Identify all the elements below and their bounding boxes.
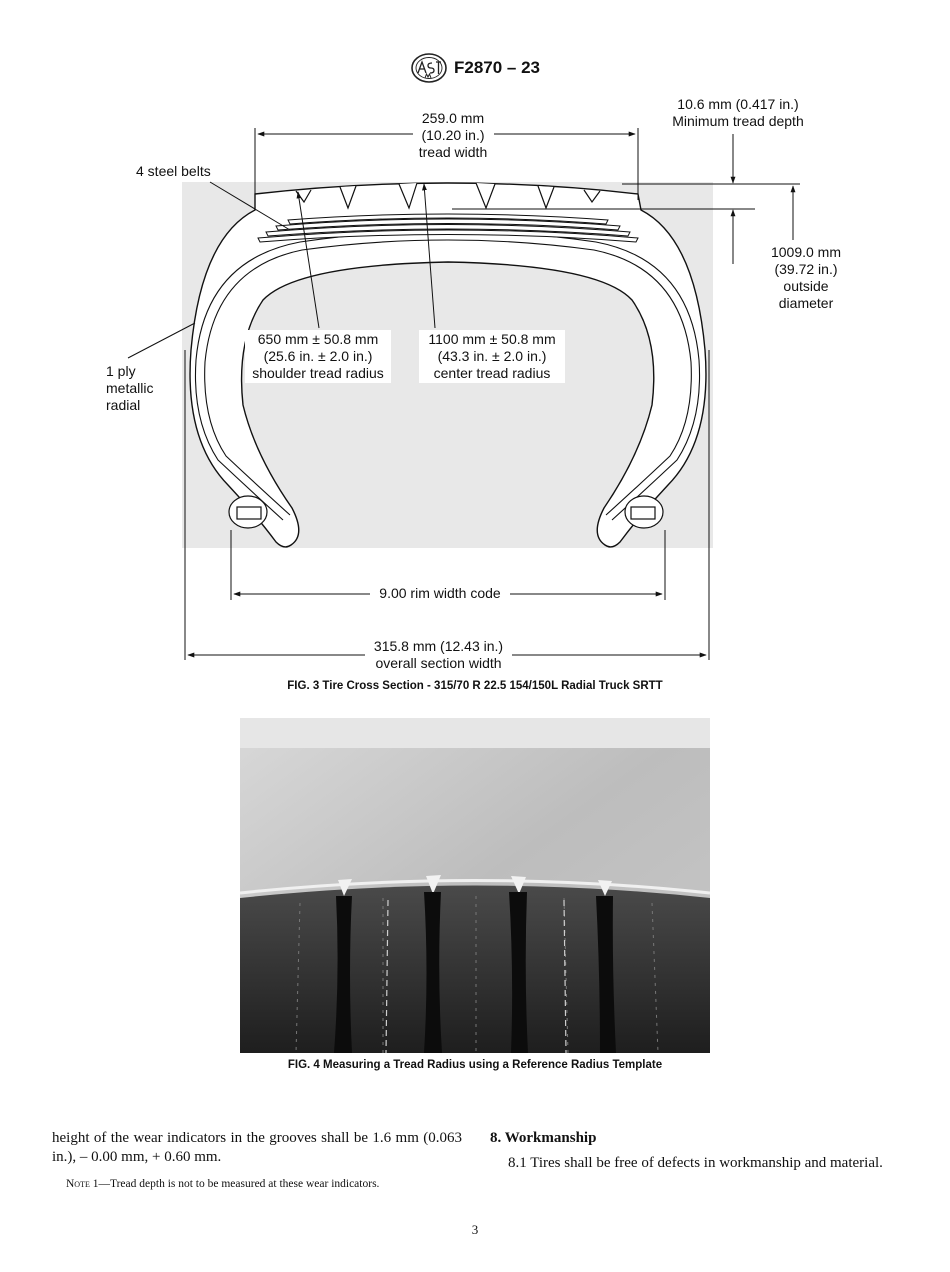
ply-label-line-2: metallic	[106, 380, 154, 396]
figure-4-caption: FIG. 4 Measuring a Tread Radius using a …	[287, 1059, 663, 1071]
outside-diameter-caption-2: diameter	[778, 295, 834, 311]
min-tread-depth-caption: Minimum tread depth	[672, 113, 804, 129]
shoulder-radius-caption: shoulder tread radius	[252, 365, 384, 381]
shoulder-radius-mm: 650 mm ± 50.8 mm	[257, 331, 379, 347]
ply-label-line-3: radial	[106, 397, 141, 413]
ply-line-inner	[204, 239, 692, 516]
shoulder-tread-radius-label: 650 mm ± 50.8 mm (25.6 in. ± 2.0 in.) sh…	[245, 330, 391, 383]
figure-3-caption: FIG. 3 Tire Cross Section - 315/70 R 22.…	[287, 680, 663, 692]
right-column: 8. Workmanship 8.1 Tires shall be free o…	[490, 1129, 900, 1173]
figure-3-tire-cross-section: 259.0 mm (10.20 in.) tread width 10.6 mm…	[0, 90, 950, 680]
bead-left	[228, 495, 268, 529]
tread-width-mm: 259.0 mm	[421, 110, 485, 126]
outside-diameter-label: 1009.0 mm (39.72 in.) outside diameter	[760, 244, 852, 312]
tread-width-in: (10.20 in.)	[421, 127, 485, 143]
tire-outline	[189, 182, 707, 548]
min-tread-depth-value: 10.6 mm (0.417 in.)	[677, 96, 799, 112]
section-paragraph: 8.1 Tires shall be free of defects in wo…	[508, 1155, 883, 1171]
center-radius-in: (43.3 in. ± 2.0 in.)	[437, 348, 547, 364]
tread-width-caption: tread width	[418, 144, 488, 160]
note-text: —Tread depth is not to be measured at th…	[98, 1178, 380, 1190]
ply-label: 1 ply metallic radial	[106, 363, 176, 414]
bead-right	[624, 495, 664, 529]
overall-section-width-label: 315.8 mm (12.43 in.) overall section wid…	[365, 638, 512, 672]
page-number: 3	[471, 1222, 479, 1237]
min-tread-depth-label: 10.6 mm (0.417 in.) Minimum tread depth	[658, 96, 818, 130]
figure-4-photo	[240, 718, 710, 1053]
center-radius-caption: center tread radius	[433, 365, 551, 381]
section-heading: 8. Workmanship	[490, 1130, 597, 1146]
center-tread-radius-label: 1100 mm ± 50.8 mm (43.3 in. ± 2.0 in.) c…	[419, 330, 565, 383]
section-width-caption: overall section width	[375, 655, 502, 671]
left-column: height of the wear indicators in the gro…	[52, 1129, 462, 1192]
document-designation: F2870 – 23	[454, 58, 541, 77]
tread-width-label: 259.0 mm (10.20 in.) tread width	[390, 110, 516, 161]
note-label: Note 1	[66, 1178, 99, 1190]
astm-logo	[411, 53, 447, 83]
tread-radius-template-photo	[240, 718, 710, 1053]
outside-diameter-caption-1: outside	[783, 278, 829, 294]
section-width-value: 315.8 mm (12.43 in.)	[373, 638, 504, 654]
steel-belts	[257, 213, 639, 243]
shoulder-radius-in: (25.6 in. ± 2.0 in.)	[263, 348, 373, 364]
steel-belts-label: 4 steel belts	[136, 163, 211, 179]
rim-width-label: 9.00 rim width code	[379, 585, 501, 601]
page-header: F2870 – 23	[0, 52, 950, 86]
outside-diameter-in: (39.72 in.)	[774, 261, 838, 277]
wear-indicator-paragraph: height of the wear indicators in the gro…	[52, 1130, 462, 1165]
outside-diameter-mm: 1009.0 mm	[770, 244, 842, 260]
note-1: Note 1—Tread depth is not to be measured…	[52, 1177, 462, 1192]
ply-label-line-1: 1 ply	[106, 363, 136, 379]
center-radius-mm: 1100 mm ± 50.8 mm	[428, 331, 556, 347]
